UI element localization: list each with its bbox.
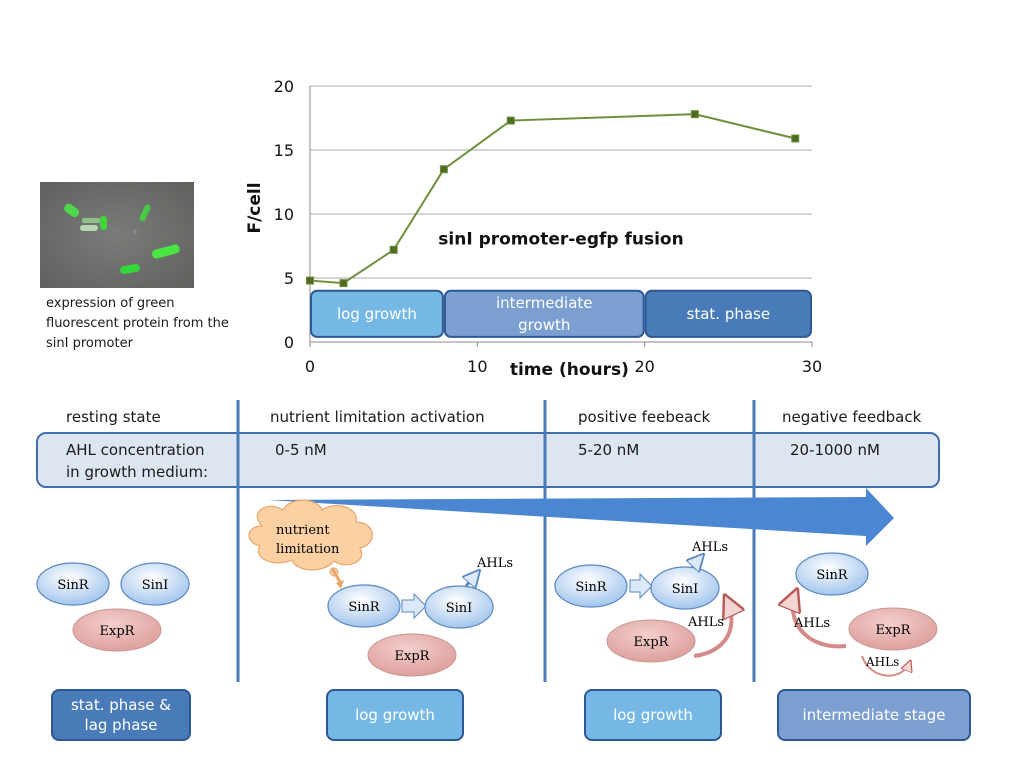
cloud-text-line1: nutrient	[276, 523, 330, 538]
ahl-concentration-band	[36, 432, 940, 488]
phase-title-positive: positive feebeack	[578, 408, 711, 426]
x-tick-label-2: 20	[634, 357, 654, 376]
sini-to-ahl-arrow	[466, 572, 478, 586]
sini-to-ahl-arrow-positive	[692, 556, 702, 567]
data-point-0	[306, 276, 314, 285]
expr-ellipse-positive	[606, 619, 696, 663]
expr-label-nutrient: ExpR	[395, 649, 431, 664]
bottom-box-resting: stat. phase & lag phase	[51, 689, 191, 741]
micrograph-caption: expression of green fluorescent protein …	[46, 296, 229, 351]
cloud-text-line2: limitation	[276, 542, 340, 557]
sini-label-resting: SinI	[142, 578, 169, 593]
ahls-label-nutrient: AHLs	[476, 556, 513, 571]
ahl-value-negative: 20-1000 nM	[790, 441, 880, 459]
y-tick-label-4: 20	[274, 77, 294, 96]
bottom-box-nutrient-label: log growth	[355, 706, 435, 724]
x-axis-label: time (hours)	[510, 360, 629, 380]
ahls-top-label-positive: AHLs	[691, 540, 728, 555]
ahl-self-loop-negative	[861, 655, 910, 677]
ahl-concentration-label: AHL concentration in growth medium:	[66, 439, 208, 483]
sinr-to-sini-arrow-positive	[629, 572, 653, 600]
ahls-left-label-negative: AHLs	[793, 616, 830, 631]
sinr-label-positive: SinR	[575, 580, 607, 595]
bottom-box-negative-label: intermediate stage	[802, 706, 946, 724]
data-point-1	[339, 279, 348, 288]
expr-ellipse-negative	[848, 607, 938, 651]
sinr-label-nutrient: SinR	[348, 600, 380, 615]
micrograph-image	[40, 182, 194, 288]
sinr-to-sini-arrow	[401, 592, 427, 620]
x-tick-label-0: 0	[305, 357, 315, 376]
positive-feedback-loop	[693, 598, 731, 658]
sini-ellipse-nutrient	[424, 585, 494, 629]
sini-label-nutrient: SinI	[446, 601, 473, 616]
cloud-arrow	[330, 567, 342, 583]
data-point-5	[690, 110, 699, 119]
nutrient-limitation-cloud	[248, 499, 373, 571]
sini-ellipse-resting	[120, 562, 190, 606]
ahl-value-positive: 5-20 nM	[578, 441, 640, 459]
ahls-bottom-label-negative: AHLs	[865, 655, 899, 669]
ahl-value-nutrient: 0-5 nM	[275, 441, 327, 459]
y-axis-label: F/cell	[245, 182, 265, 233]
phase-box-0	[310, 289, 444, 338]
data-point-4	[506, 116, 515, 125]
sinr-ellipse-positive	[554, 564, 628, 608]
ahl-label-line2: in growth medium:	[66, 463, 209, 481]
bottom-box-negative: intermediate stage	[777, 689, 971, 741]
cloud-arrowhead	[336, 580, 344, 589]
data-point-2	[389, 245, 398, 254]
sinr-ellipse-nutrient	[327, 584, 401, 628]
phase-title-negative: negative feedback	[782, 408, 922, 426]
y-tick-label-3: 15	[274, 141, 294, 160]
sinr-ellipse-negative	[795, 552, 869, 596]
bottom-box-resting-line1: stat. phase &	[70, 696, 172, 714]
ahl-label-line1: AHL concentration	[66, 441, 205, 459]
phase-title-resting: resting state	[66, 408, 161, 426]
bottom-box-positive-label: log growth	[613, 706, 693, 724]
negative-feedback-arrow	[793, 592, 847, 649]
ahl-increase-arrow	[268, 488, 894, 546]
expr-label-resting: ExpR	[100, 624, 136, 639]
chart-annotation: sinI promoter-egfp fusion	[438, 230, 683, 250]
bottom-box-positive: log growth	[584, 689, 722, 741]
y-tick-label-0: 0	[284, 333, 294, 352]
gfp-micrograph	[40, 182, 194, 288]
data-point-6	[791, 134, 800, 143]
expr-label-negative: ExpR	[876, 623, 912, 638]
sinr-ellipse-resting	[36, 562, 110, 606]
x-tick-label-3: 30	[802, 357, 822, 376]
expr-ellipse-nutrient	[367, 633, 457, 677]
y-tick-label-1: 5	[284, 269, 294, 288]
ahls-loop-label-positive: AHLs	[687, 615, 724, 630]
sini-label-positive: SinI	[672, 582, 699, 597]
y-tick-label-2: 10	[274, 205, 294, 224]
bottom-box-nutrient: log growth	[326, 689, 464, 741]
sini-ellipse-positive	[650, 566, 720, 610]
expr-label-positive: ExpR	[634, 635, 670, 650]
phase-box-label-2: stat. phase	[687, 305, 771, 323]
phase-title-nutrient: nutrient limitation activation	[270, 408, 485, 426]
phase-box-1	[443, 289, 645, 338]
sinr-label-resting: SinR	[57, 578, 89, 593]
bottom-box-resting-line2: lag phase	[84, 716, 158, 734]
phase-box-label-0: log growth	[337, 305, 417, 323]
expr-ellipse-resting	[72, 608, 162, 652]
phase-box-2	[644, 289, 812, 338]
x-tick-label-1: 10	[467, 357, 487, 376]
sinr-label-negative: SinR	[816, 568, 848, 583]
data-point-3	[439, 165, 448, 174]
